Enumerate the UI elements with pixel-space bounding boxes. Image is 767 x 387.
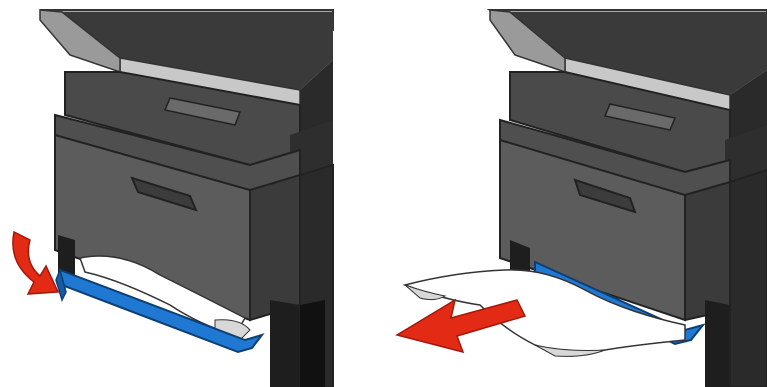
step-2-drawing <box>385 0 767 387</box>
step-1-drawing <box>0 0 340 387</box>
step-2-panel <box>385 0 767 387</box>
curved-arrow-down-icon <box>13 232 58 294</box>
step-1-panel <box>0 0 340 387</box>
